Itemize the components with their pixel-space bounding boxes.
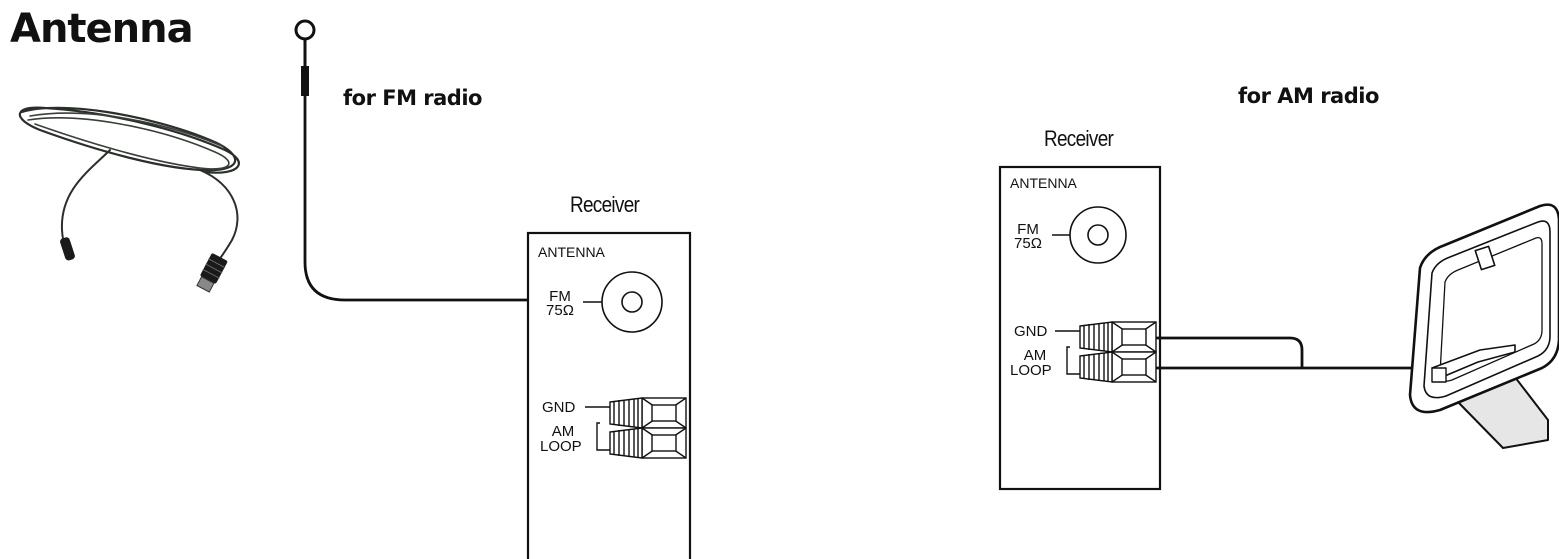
fm-section-heading: for FM radio <box>343 86 482 110</box>
fm-coax-jack-inner <box>621 291 643 313</box>
fm-am-label: AM <box>551 423 575 440</box>
f-connector-plug <box>196 253 228 293</box>
wire-coil-2 <box>27 112 230 170</box>
am-receiver-panel <box>998 165 1162 491</box>
wire-coil <box>18 106 240 174</box>
fm-coax-jack-outer <box>601 271 663 333</box>
loop-hook <box>1474 245 1496 271</box>
am-section-heading: for AM radio <box>1238 84 1379 108</box>
am-loop-cable <box>1156 336 1440 370</box>
fm-wire-loop-end <box>294 19 316 41</box>
wire-tail-right <box>199 169 239 263</box>
am-receiver-caption: Receiver <box>1044 126 1114 151</box>
am-ohm-label: 75Ω <box>1014 235 1042 252</box>
fm-receiver-caption: Receiver <box>570 192 640 217</box>
fm-antenna-label: ANTENNA <box>538 244 605 260</box>
fm-antenna-wire <box>294 19 634 302</box>
am-loop-label: LOOP <box>1010 362 1052 379</box>
fm-loop-label: LOOP <box>540 438 582 455</box>
fm-wire-tip <box>301 66 309 96</box>
am-spring-terminals <box>1055 321 1157 383</box>
am-fm-label: FM <box>1017 221 1039 238</box>
antenna-wire-photo <box>18 106 240 293</box>
am-am-label: AM <box>1023 347 1047 364</box>
fm-spring-terminals <box>585 397 687 459</box>
am-antenna-label: ANTENNA <box>1010 175 1077 191</box>
am-fm-coax-jack-outer <box>1069 206 1127 264</box>
am-gnd-label: GND <box>1014 323 1048 340</box>
fm-gnd-label: GND <box>542 399 576 416</box>
am-fm-coax-jack-inner <box>1087 224 1109 246</box>
page-title: Antenna <box>10 6 194 52</box>
fm-receiver-panel <box>526 231 692 559</box>
am-loop-antenna <box>1408 203 1559 449</box>
fm-ohm-label: 75Ω <box>546 302 574 319</box>
fm-wire-run <box>303 94 634 302</box>
fm-fm-label: FM <box>549 288 571 305</box>
wire-end-left <box>60 237 75 261</box>
